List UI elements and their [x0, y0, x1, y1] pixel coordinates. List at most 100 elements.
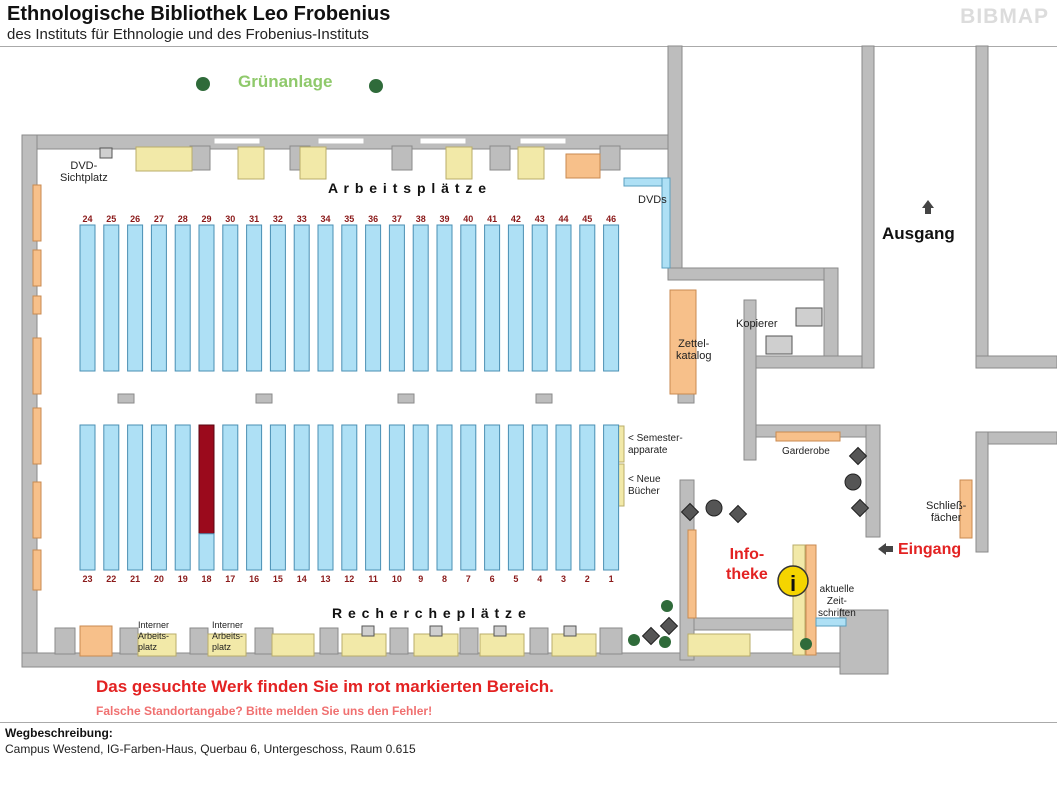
- shelf-number-12: 12: [344, 574, 354, 584]
- shelf: [317, 224, 334, 372]
- shelf-row-top: [79, 224, 620, 372]
- zeitschriften-shelf: [805, 544, 817, 656]
- corridor-wall: [667, 267, 839, 281]
- shelf: [436, 424, 453, 571]
- shelf: [579, 224, 596, 372]
- shelf: [507, 424, 524, 571]
- plant-icon: [196, 77, 210, 91]
- shelf-number-31: 31: [249, 214, 259, 224]
- copier-wall: [823, 267, 839, 361]
- desk: [413, 633, 459, 657]
- shelf: [531, 424, 548, 571]
- shelf: [412, 224, 429, 372]
- post: [255, 393, 273, 404]
- pillar: [391, 145, 413, 171]
- shelf-number-27: 27: [154, 214, 164, 224]
- shelf: [127, 224, 144, 372]
- shelf: [555, 224, 572, 372]
- wall-cabinets: [32, 153, 973, 657]
- pillar: [189, 627, 209, 655]
- copier-icon: [795, 307, 823, 327]
- shelf-number-19: 19: [178, 574, 188, 584]
- window: [213, 137, 261, 145]
- plants: [196, 77, 812, 650]
- shelf: [603, 224, 620, 372]
- header: Ethnologische Bibliothek Leo Frobenius d…: [0, 0, 1057, 46]
- shelf: [531, 224, 548, 372]
- shelf: [222, 224, 239, 372]
- shelf: [317, 424, 334, 571]
- shelf-number-28: 28: [178, 214, 188, 224]
- shelf-number-26: 26: [130, 214, 140, 224]
- eingang-label: Eingang: [898, 541, 962, 558]
- shelf: [460, 224, 477, 372]
- schliessfaecher-label: Schließ-fächer: [926, 500, 967, 524]
- shelf: [150, 424, 167, 571]
- shelf: [198, 224, 215, 372]
- shelf: [460, 424, 477, 571]
- seat: [680, 502, 700, 522]
- post: [397, 393, 415, 404]
- shelf-number-29: 29: [201, 214, 211, 224]
- computer-icon: [563, 625, 577, 637]
- copier-bottom-wall: [743, 355, 875, 369]
- zeitschriften-rack: [815, 617, 847, 627]
- south-east-block: [839, 609, 889, 675]
- cabinet: [32, 295, 42, 315]
- seat: [641, 626, 661, 646]
- desk: [517, 146, 545, 180]
- footer-divider: [0, 722, 1057, 723]
- post: [677, 393, 695, 404]
- desk: [237, 146, 265, 180]
- shelf-number-11: 11: [368, 574, 378, 584]
- shelf-number-43: 43: [535, 214, 545, 224]
- cabinet: [32, 407, 42, 465]
- entrance-wall-side: [975, 431, 989, 553]
- directions-title: Wegbeschreibung:: [5, 726, 113, 740]
- desk: [445, 146, 473, 180]
- shelf-number-22: 22: [106, 574, 116, 584]
- shelf: [388, 424, 405, 571]
- shelf-number-18: 18: [201, 574, 211, 584]
- shelf-number-24: 24: [82, 214, 92, 224]
- shelf: [484, 224, 501, 372]
- shelf-number-10: 10: [392, 574, 402, 584]
- shelf-number-30: 30: [225, 214, 235, 224]
- info-icon: [777, 565, 809, 597]
- east-wall-bottom: [975, 355, 1057, 369]
- shelf: [412, 424, 429, 571]
- desk: [299, 146, 327, 180]
- devices: [99, 147, 823, 637]
- desk: [135, 146, 193, 172]
- shelf-number-1: 1: [609, 574, 614, 584]
- shelf-number-46: 46: [606, 214, 616, 224]
- pillar: [459, 627, 479, 655]
- semesterapparate-label: < Semester-apparate: [628, 433, 683, 456]
- report-error-link[interactable]: Falsche Standortangabe? Bitte melden Sie…: [96, 704, 433, 718]
- zettelkatalog-cabinet: [669, 289, 697, 395]
- desk: [341, 633, 387, 657]
- shelf: [341, 224, 358, 372]
- shelf-number-39: 39: [439, 214, 449, 224]
- shelf: [484, 424, 501, 571]
- shelf: [269, 224, 286, 372]
- shelf: [79, 424, 96, 571]
- shelf: [269, 424, 286, 571]
- zeitschriften-shelf-2: [792, 544, 806, 656]
- shelf: [293, 224, 310, 372]
- shelf-number-17: 17: [225, 574, 235, 584]
- pillar: [119, 627, 139, 655]
- shelf-number-33: 33: [297, 214, 307, 224]
- shelf: [507, 224, 524, 372]
- bibmap-logo: BIBMAP: [960, 5, 1049, 28]
- directions-value: Campus Westend, IG-Farben-Haus, Querbau …: [5, 742, 416, 756]
- shelf-number-4: 4: [537, 574, 542, 584]
- ausgang-label: Ausgang: [882, 224, 955, 243]
- east-wall-far: [975, 45, 989, 363]
- plant-icon: [800, 638, 812, 650]
- pillar: [599, 627, 623, 655]
- exit-arrow-icon: [922, 200, 934, 214]
- shelf-number-16: 16: [249, 574, 259, 584]
